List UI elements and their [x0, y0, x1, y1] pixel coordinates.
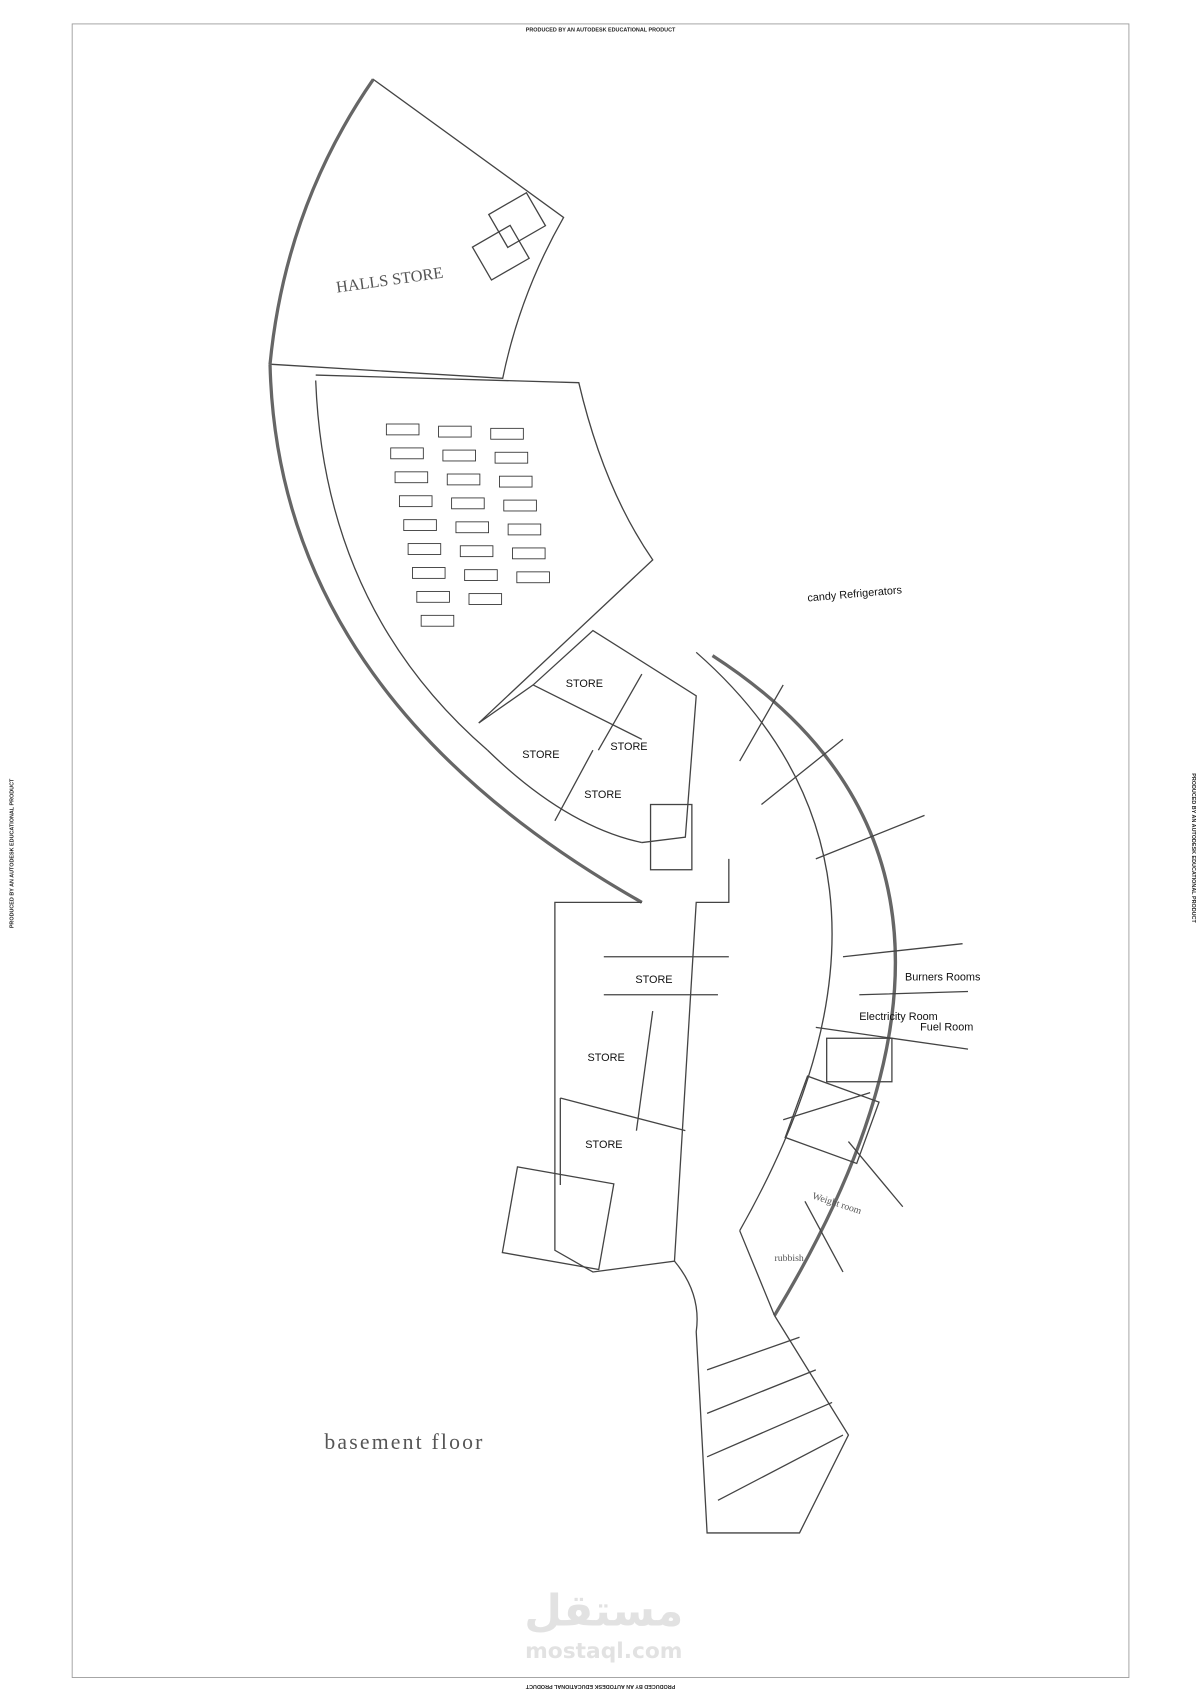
- room-label-halls-store: HALLS STORE: [335, 263, 445, 297]
- room-label-burners-rooms: Burners Rooms: [905, 972, 981, 984]
- notice-right: PRODUCED BY AN AUTODESK EDUCATIONAL PROD…: [1190, 773, 1196, 923]
- car-icon: [494, 451, 529, 464]
- room-label-rubbish: rubbish: [774, 1253, 803, 1264]
- car-icon: [438, 425, 472, 438]
- car-icon: [503, 499, 537, 512]
- car-icon: [507, 523, 542, 536]
- watermark-latin: mostaql.com: [525, 1639, 682, 1664]
- notice-left: PRODUCED BY AN AUTODESK EDUCATIONAL PROD…: [9, 778, 15, 928]
- car-icon: [451, 497, 485, 510]
- halls-store-wing: [268, 78, 565, 380]
- car-icon: [512, 547, 546, 560]
- car-icon: [390, 447, 424, 460]
- car-parking-area: [385, 423, 550, 627]
- watermark-arabic: مستقل: [524, 1586, 683, 1636]
- room-label-fuel-room: Fuel Room: [920, 1022, 973, 1034]
- room-label-store-3: STORE: [610, 741, 647, 753]
- notice-top: PRODUCED BY AN AUTODESK EDUCATIONAL PROD…: [526, 28, 676, 34]
- room-label-store-1: STORE: [566, 678, 603, 690]
- car-icon: [398, 495, 433, 508]
- car-icon: [516, 571, 550, 584]
- notice-bottom: PRODUCED BY AN AUTODESK EDUCATIONAL PROD…: [525, 1683, 675, 1689]
- car-icon: [464, 569, 498, 581]
- room-label-store-2: STORE: [522, 749, 559, 761]
- car-icon: [407, 543, 442, 555]
- car-icon: [442, 449, 476, 462]
- car-icon: [403, 519, 437, 531]
- room-label-electricity-room: Electricity Room: [859, 1011, 937, 1023]
- car-icon: [394, 471, 429, 484]
- east-wing: [695, 651, 969, 1317]
- car-icon: [416, 590, 450, 603]
- car-icon: [459, 545, 494, 558]
- room-label-store-5: STORE: [635, 974, 672, 986]
- drawing-title: basement floor: [324, 1430, 484, 1454]
- room-label-store-4: STORE: [584, 789, 621, 801]
- room-label-store-6: STORE: [587, 1052, 624, 1064]
- car-icon: [420, 614, 455, 627]
- main-wing: [268, 364, 697, 904]
- car-icon: [499, 475, 533, 488]
- room-label-candy-refrigerators: candy Refrigerators: [807, 584, 903, 604]
- room-label-store-7: STORE: [585, 1139, 622, 1151]
- car-icon: [446, 473, 481, 486]
- car-icon: [455, 521, 489, 534]
- car-icon: [468, 593, 503, 605]
- central-block: [501, 803, 730, 1273]
- ramp: [673, 1260, 850, 1534]
- car-icon: [385, 423, 420, 436]
- sheet-border: [71, 23, 1130, 1678]
- car-icon: [490, 427, 524, 440]
- car-icon: [412, 567, 446, 579]
